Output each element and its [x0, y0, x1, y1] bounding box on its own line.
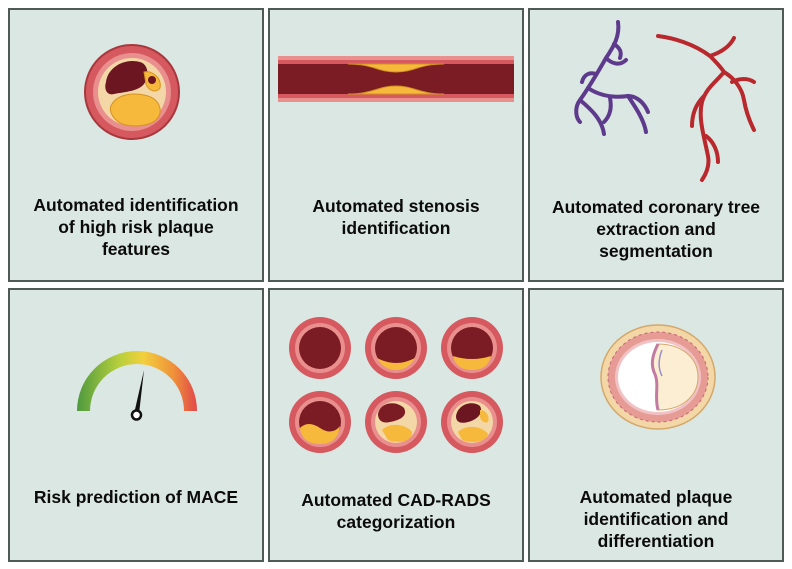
cad-rads-4-icon — [365, 391, 427, 453]
panel-cad-rads: Automated CAD-RADS categorization — [268, 288, 524, 562]
caption: Automated coronary tree extraction and s… — [551, 197, 761, 261]
cad-rads-3-icon — [289, 391, 351, 453]
cad-rads-2-icon — [441, 317, 503, 379]
cad-rads-0-icon — [289, 317, 351, 379]
artery-cross-section-icon — [84, 44, 180, 140]
risk-gauge-icon — [77, 351, 197, 421]
panel-mace: Risk prediction of MACE — [8, 288, 264, 562]
cad-rads-1-icon — [365, 317, 427, 379]
caption: Automated CAD-RADS categorization — [301, 490, 491, 532]
cad-rads-5-icon — [441, 391, 503, 453]
coronary-tree-icon — [574, 20, 756, 182]
plaque-cross-section-icon — [600, 324, 716, 430]
caption: Automated identification of high risk pl… — [33, 195, 239, 259]
panel-coronary-tree: Automated coronary tree extraction and s… — [528, 8, 784, 282]
caption: Risk prediction of MACE — [33, 487, 239, 507]
cad-rads-grid-icon — [289, 317, 503, 453]
panel-stenosis: Automated stenosis identification — [268, 8, 524, 282]
stenosis-vessel-icon — [278, 56, 514, 102]
panel-high-risk-plaque: Automated identification of high risk pl… — [8, 8, 264, 282]
caption: Automated plaque identification and diff… — [579, 487, 733, 551]
caption: Automated stenosis identification — [312, 196, 480, 238]
panel-plaque-diff: Automated plaque identification and diff… — [528, 288, 784, 562]
